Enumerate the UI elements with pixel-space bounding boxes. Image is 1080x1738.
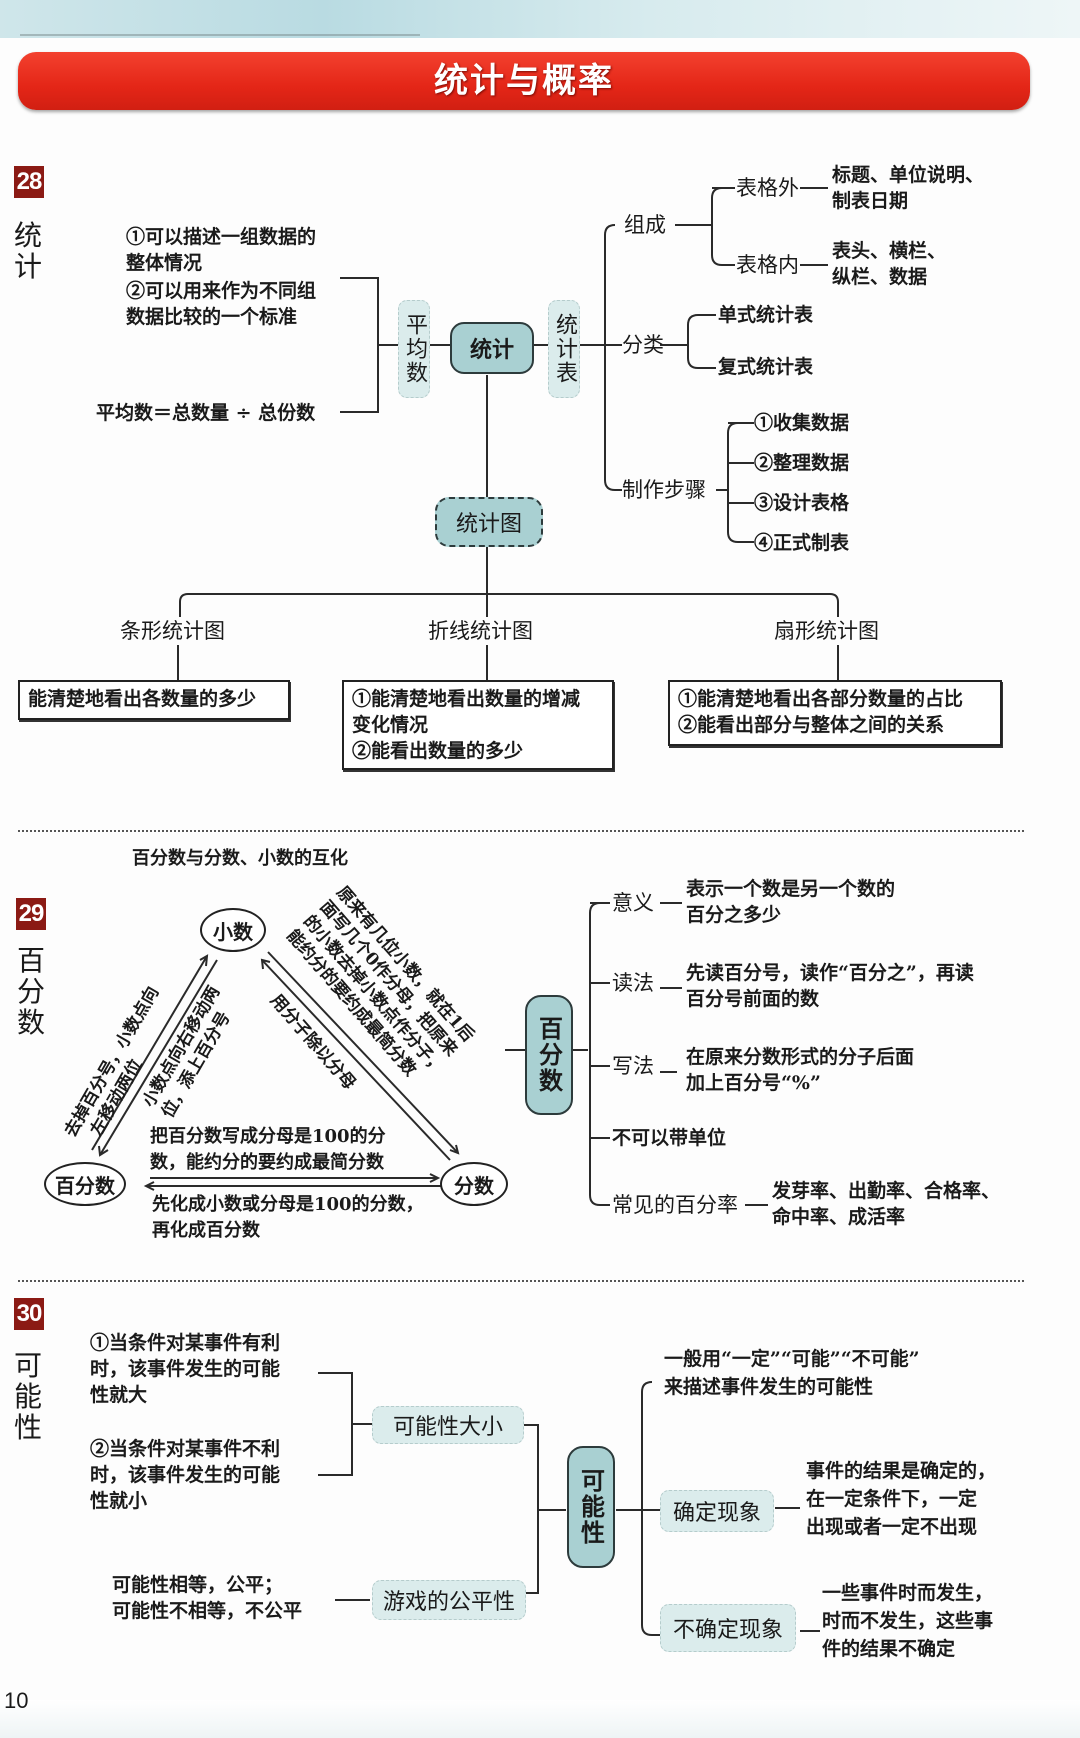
- top-decoration-line: [20, 34, 420, 36]
- bottom-decoration: [0, 1700, 1080, 1738]
- decimal-to-fraction-label: 原来有几位小数，就在1后 面写几个0作分母，把原来 的小数去掉小数点作分子， 能…: [282, 882, 482, 1094]
- fair-line-1: 可能性相等，公平；: [112, 1574, 284, 1596]
- line-chart-desc-2: 变化情况: [352, 714, 429, 736]
- bar-chart-box: 能清楚地看出各数量的多少: [18, 680, 290, 720]
- section-divider-1: [18, 830, 1024, 832]
- node-statistics-center: 统计: [450, 322, 534, 374]
- pie-chart-box: ①能清楚地看出各部分数量的占比 ②能看出部分与整体之间的关系: [668, 680, 1002, 746]
- table-step-2: ②整理数据: [754, 452, 850, 474]
- page-title: 统计与概率: [434, 61, 614, 101]
- table-inside-line-1: 表头、横栏、: [832, 240, 947, 262]
- section-number-28: 28: [14, 166, 44, 198]
- section-title-statistics: 统计: [13, 219, 42, 283]
- avg-formula: 平均数＝总数量 ÷ 总份数: [96, 402, 316, 424]
- pie-chart-desc-2: ②能看出部分与整体之间的关系: [678, 714, 945, 736]
- table-composition-label: 组成: [624, 213, 666, 237]
- size-cond-2-line-3: 性就小: [90, 1490, 148, 1512]
- table-classify-item-1: 单式统计表: [718, 304, 814, 326]
- node-stat-charts: 统计图: [435, 497, 543, 547]
- table-inside-line-2: 纵栏、数据: [832, 266, 928, 288]
- fraction-to-percent-line-2: 再化成百分数: [152, 1220, 260, 1241]
- node-uncertain-phenomenon: 不确定现象: [660, 1604, 796, 1652]
- table-outside-line-2: 制表日期: [832, 190, 909, 212]
- pie-chart-label: 扇形统计图: [774, 619, 879, 643]
- node-fraction: 分数: [440, 1162, 508, 1206]
- pie-chart-desc-1: ①能清楚地看出各部分数量的占比: [678, 688, 964, 710]
- fraction-to-percent-line-1: 先化成小数或分母是100的分数，: [152, 1194, 424, 1215]
- node-stat-table: 统计表: [548, 300, 580, 398]
- table-steps-label: 制作步骤: [622, 478, 706, 502]
- percent-to-fraction-line-1: 把百分数写成分母是100的分: [150, 1126, 386, 1147]
- writing-line-2: 加上百分号“%”: [686, 1072, 821, 1094]
- certain-line-2: 在一定条件下，一定: [806, 1488, 978, 1510]
- possibility-desc-line-1: 一般用“一定”“可能”“不可能”: [664, 1348, 920, 1370]
- percent-to-fraction-line-2: 数，能约分的要约成最简分数: [150, 1152, 384, 1173]
- table-outside-label: 表格外: [736, 176, 799, 200]
- reading-line-1: 先读百分号，读作“百分之”，再读: [686, 962, 974, 984]
- meaning-label: 意义: [612, 891, 654, 915]
- size-cond-2-line-2: 时，该事件发生的可能: [90, 1464, 281, 1486]
- section-divider-2: [18, 1280, 1024, 1282]
- avg-bracket: [340, 277, 379, 413]
- bar-chart-label: 条形统计图: [120, 619, 225, 643]
- size-cond-1-line-1: ①当条件对某事件有利: [90, 1332, 281, 1354]
- section-title-percent: 百分数: [16, 944, 45, 1039]
- node-decimal: 小数: [200, 908, 266, 952]
- avg-desc-2-line-2: 数据比较的一个标准: [126, 306, 298, 328]
- meaning-line-1: 表示一个数是另一个数的: [686, 878, 896, 900]
- node-possibility-size: 可能性大小: [372, 1406, 524, 1444]
- line-chart-desc-1: ①能清楚地看出数量的增减: [352, 688, 581, 710]
- node-percent-center: 百分数: [525, 995, 573, 1115]
- table-classify-item-2: 复式统计表: [718, 356, 814, 378]
- avg-desc-2-line-1: ②可以用来作为不同组: [126, 280, 317, 302]
- certain-line-1: 事件的结果是确定的，: [806, 1460, 997, 1482]
- uncertain-line-3: 件的结果不确定: [822, 1638, 956, 1660]
- bar-chart-desc: 能清楚地看出各数量的多少: [28, 688, 257, 710]
- certain-line-3: 出现或者一定不出现: [806, 1516, 978, 1538]
- section-number-30: 30: [14, 1298, 44, 1330]
- title-banner: [18, 52, 1030, 110]
- section-title-possibility: 可能性: [13, 1349, 42, 1444]
- common-rates-line-2: 命中率、成活率: [772, 1206, 906, 1228]
- avg-desc-1-line-1: ①可以描述一组数据的: [126, 226, 317, 248]
- common-rates-line-1: 发芽率、出勤率、合格率、: [772, 1180, 1001, 1202]
- reading-line-2: 百分号前面的数: [686, 988, 820, 1010]
- section-number-29: 29: [16, 898, 46, 930]
- table-outside-line-1: 标题、单位说明、: [832, 164, 985, 186]
- line-chart-box: ①能清楚地看出数量的增减 变化情况 ②能看出数量的多少: [342, 680, 614, 770]
- conversion-title: 百分数与分数、小数的互化: [132, 848, 348, 869]
- fair-line-2: 可能性不相等，不公平: [112, 1600, 303, 1622]
- no-unit-text: 不可以带单位: [612, 1127, 727, 1149]
- top-decoration: [0, 0, 1080, 38]
- table-inside-label: 表格内: [736, 253, 799, 277]
- page-number: 10: [4, 1688, 29, 1713]
- line-chart-desc-3: ②能看出数量的多少: [352, 740, 524, 762]
- table-step-3: ③设计表格: [754, 492, 850, 514]
- node-average: 平均数: [398, 300, 430, 398]
- node-possibility-center: 可能性: [567, 1446, 615, 1568]
- uncertain-line-2: 时而不发生，这些事: [822, 1610, 994, 1632]
- node-certain-phenomenon: 确定现象: [660, 1490, 774, 1532]
- writing-label: 写法: [612, 1054, 654, 1078]
- table-step-1: ①收集数据: [754, 412, 850, 434]
- table-classify-label: 分类: [622, 333, 664, 357]
- size-cond-1-line-2: 时，该事件发生的可能: [90, 1358, 281, 1380]
- size-cond-1-line-3: 性就大: [90, 1384, 148, 1406]
- avg-desc-1-line-2: 整体情况: [126, 252, 203, 274]
- possibility-desc-line-2: 来描述事件发生的可能性: [664, 1376, 874, 1398]
- node-percent: 百分数: [44, 1162, 126, 1206]
- common-rates-label: 常见的百分率: [612, 1193, 738, 1217]
- node-game-fairness: 游戏的公平性: [372, 1580, 526, 1620]
- writing-line-1: 在原来分数形式的分子后面: [686, 1046, 915, 1068]
- table-step-4: ④正式制表: [754, 532, 850, 554]
- line-chart-label: 折线统计图: [428, 619, 533, 643]
- meaning-line-2: 百分之多少: [686, 904, 782, 926]
- reading-label: 读法: [612, 971, 654, 995]
- size-cond-2-line-1: ②当条件对某事件不利: [90, 1438, 281, 1460]
- uncertain-line-1: 一些事件时而发生，: [822, 1582, 994, 1604]
